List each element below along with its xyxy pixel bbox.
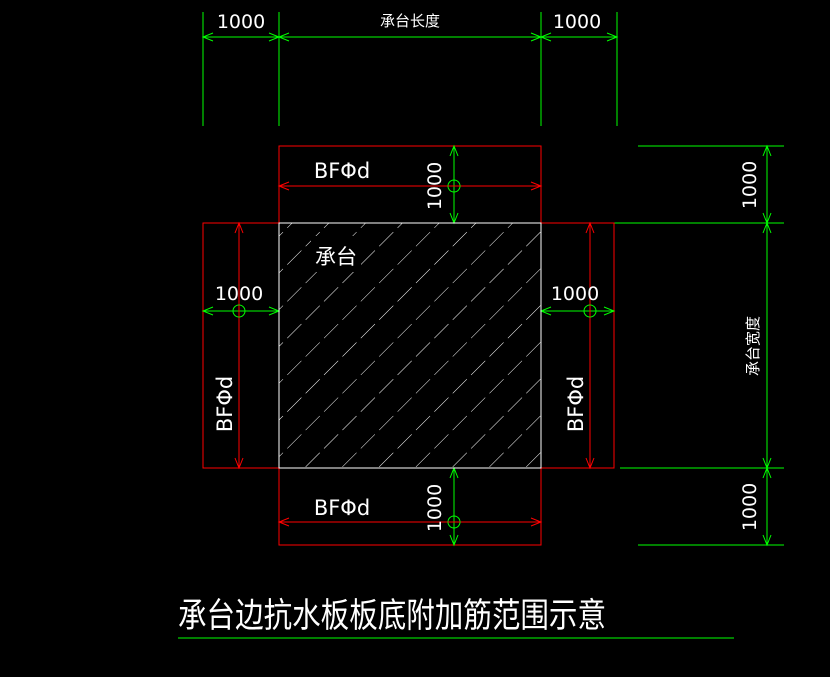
top-dim-right: 1000 [553, 11, 601, 33]
top-dim-left: 1000 [217, 11, 265, 33]
rebar-zone-outlines [202, 145, 615, 546]
top-dim-middle: 承台长度 [380, 12, 440, 30]
rebar-bottom-dim: 1000 [424, 484, 446, 532]
rebar-left-dim: 1000 [215, 283, 263, 305]
rebar-left-label: BFΦd [213, 376, 237, 432]
rebar-top-label: BFΦd [314, 159, 370, 183]
rebar-top-dim: 1000 [424, 162, 446, 210]
right-dim-top: 1000 [739, 161, 761, 209]
zone-width-dimensions [201, 144, 616, 547]
pile-cap-outline [278, 222, 542, 469]
diagram-title: 承台边抗水板板底附加筋范围示意 [178, 596, 606, 636]
rebar-right-label: BFΦd [564, 376, 588, 432]
rebar-right-dim: 1000 [551, 283, 599, 305]
pile-cap-label: 承台 [315, 245, 357, 269]
right-dim-middle: 承台宽度 [744, 316, 762, 376]
top-dimension-chain [201, 12, 619, 126]
right-dim-bottom: 1000 [739, 483, 761, 531]
rebar-bottom-label: BFΦd [314, 496, 370, 520]
right-dimension-chain [600, 144, 784, 547]
